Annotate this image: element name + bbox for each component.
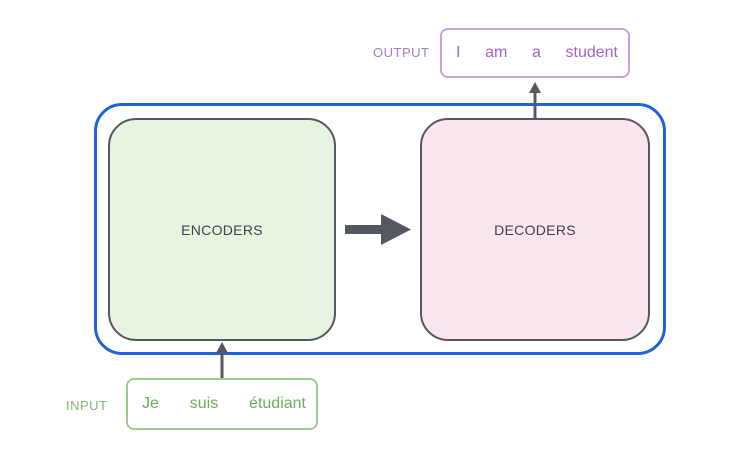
output-token: I — [456, 44, 461, 61]
decoder-to-output-arrow — [529, 82, 541, 118]
output-label: OUTPUT — [373, 45, 430, 60]
input-label: INPUT — [66, 398, 108, 413]
output-token: student — [565, 44, 618, 61]
encoder-to-decoder-arrow — [345, 214, 411, 245]
input-sequence-box: Je suis étudiant — [126, 378, 318, 430]
output-token: a — [531, 44, 541, 61]
output-sequence-box: I am a student — [440, 28, 630, 78]
encoders-label: ENCODERS — [181, 221, 263, 238]
transformer-container — [94, 103, 666, 355]
input-to-encoder-arrow — [216, 342, 228, 378]
decoders-label: DECODERS — [494, 221, 576, 238]
input-token: suis — [189, 395, 219, 412]
input-token: Je — [142, 395, 159, 412]
decoders-block: DECODERS — [420, 118, 650, 341]
output-token: am — [485, 44, 508, 61]
input-token: étudiant — [249, 395, 306, 412]
encoders-block: ENCODERS — [108, 118, 336, 341]
